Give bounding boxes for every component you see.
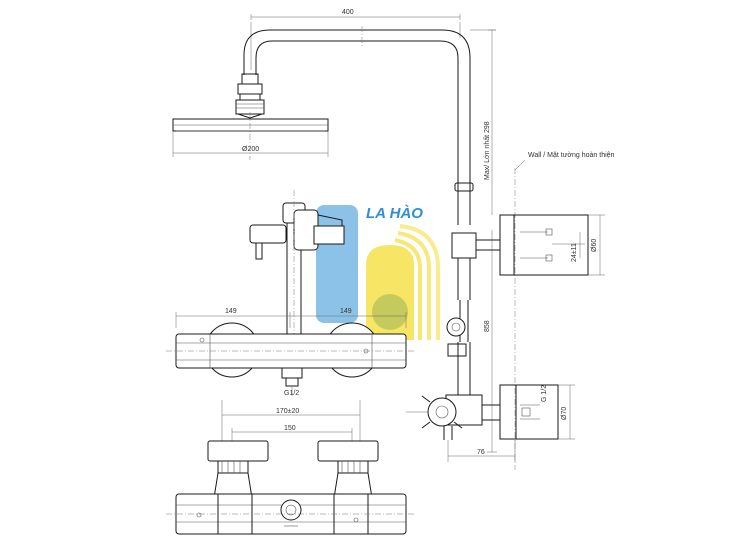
right-offset-label: 149	[340, 308, 352, 315]
inlet-thread-label: G1/2	[284, 390, 299, 397]
dimension-width-400: 400	[250, 9, 461, 70]
mixer-height-label: 858	[484, 320, 491, 332]
left-offset-label: 149	[225, 308, 237, 315]
dimension-riser-height: Max/ Lớn nhất 298 858	[470, 29, 497, 453]
wall-note-label: Wall / Mặt tường hoàn thiện	[528, 152, 615, 159]
wall-note: Wall / Mặt tường hoàn thiện	[514, 152, 615, 470]
width-label: 400	[342, 9, 354, 16]
head-diameter-label: Ø200	[242, 146, 259, 153]
centers-label: 150	[284, 425, 296, 432]
bracket-height-label: Ø60	[591, 239, 598, 252]
riser-height-label: Max/ Lớn nhất 298	[482, 121, 491, 180]
riser-pipe-side	[446, 182, 477, 395]
logo-yellow-arcs	[366, 245, 414, 340]
front-mixer-body: 149 149 G1/2	[166, 308, 416, 397]
mixer-side-view: Ø70 G 1/2 76	[421, 384, 575, 462]
bottom-mixer-view: 170±20 150	[166, 400, 416, 535]
side-thread-label: G 1/2	[541, 385, 548, 402]
wall-bracket-upper: Ø60 24±11	[476, 214, 605, 276]
side-diameter-label: Ø70	[561, 407, 568, 420]
logo-brand-text: LA HÀO	[366, 205, 423, 222]
shower-head: Ø200	[172, 73, 329, 160]
logo-blue-bar	[316, 205, 358, 323]
projection-label: 76	[477, 449, 485, 456]
watermark-logo: LA HÀO	[316, 205, 440, 340]
front-hand-shower-holder	[249, 190, 345, 345]
centers-range-label: 170±20	[276, 408, 299, 415]
bracket-depth-label: 24±11	[571, 243, 578, 262]
riser-gooseneck	[243, 26, 471, 195]
